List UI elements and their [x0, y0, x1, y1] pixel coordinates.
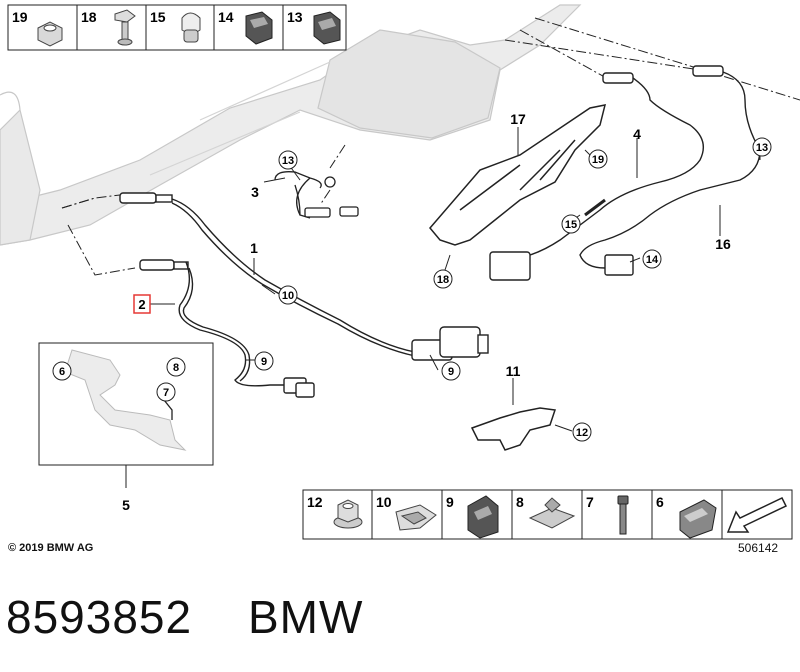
figure-number: 506142 — [738, 541, 779, 555]
exhaust-pipe — [0, 4, 582, 246]
bottom-parts-strip: 12 10 9 8 7 6 — [302, 489, 793, 540]
bracket-17 — [429, 104, 607, 246]
callout-14: 14 — [646, 254, 659, 266]
callout-13b: 13 — [756, 142, 768, 154]
inset-part-5 — [38, 342, 214, 466]
bottom-strip-label-9: 9 — [446, 494, 454, 510]
top-strip-label-19: 19 — [12, 9, 28, 25]
bottom-strip-label-8: 8 — [516, 494, 524, 510]
screw-icon — [114, 9, 136, 46]
callout-7: 7 — [163, 387, 169, 399]
part-number: 8593852 — [6, 591, 193, 643]
cable-holder-icon — [679, 499, 717, 539]
clip-icon — [181, 12, 201, 43]
cable-holder-icon — [245, 11, 273, 45]
leader-lines — [61, 17, 800, 276]
top-strip-label-18: 18 — [81, 9, 97, 25]
callout-9a: 9 — [261, 356, 267, 368]
callout-6: 6 — [59, 366, 65, 378]
callout-13a: 13 — [282, 155, 294, 167]
callout-2-highlight — [133, 294, 151, 314]
bottom-strip-label-7: 7 — [586, 494, 594, 510]
callout-2: 2 — [138, 297, 145, 312]
sensor-2 — [139, 259, 315, 398]
cable-holder-icon — [313, 11, 341, 45]
nut-icon — [333, 499, 363, 529]
callout-1: 1 — [250, 240, 258, 256]
top-strip-label-14: 14 — [218, 9, 234, 25]
nut-icon — [37, 21, 63, 47]
top-strip-label-15: 15 — [150, 9, 166, 25]
callout-15: 15 — [565, 219, 577, 231]
arrow-icon — [726, 497, 788, 533]
callout-3: 3 — [251, 184, 259, 200]
bottom-strip-label-12: 12 — [307, 494, 323, 510]
sensor-4-and-16 — [489, 65, 761, 281]
sensor-1 — [119, 192, 489, 361]
callout-16: 16 — [715, 236, 731, 252]
callout-12: 12 — [576, 427, 588, 439]
callout-8: 8 — [173, 362, 179, 374]
cable-holder-icon — [467, 495, 499, 539]
callout-10: 10 — [282, 290, 294, 302]
bolt-icon — [617, 495, 629, 535]
top-parts-strip: 19 18 15 14 13 — [7, 4, 347, 51]
callout-19: 19 — [592, 154, 604, 166]
grommet-icon — [528, 497, 576, 529]
clip-icon — [395, 504, 437, 531]
callout-17: 17 — [510, 111, 526, 127]
sensor-3 — [274, 171, 359, 219]
bottom-strip-label-10: 10 — [376, 494, 392, 510]
callout-18: 18 — [437, 274, 449, 286]
brand-name: BMW — [248, 591, 364, 643]
callout-5: 5 — [122, 497, 130, 513]
callout-4: 4 — [633, 126, 641, 142]
callout-11: 11 — [506, 363, 521, 379]
bottom-strip-label-6: 6 — [656, 494, 664, 510]
callout-9b: 9 — [448, 366, 454, 378]
callout-leaders — [150, 127, 761, 432]
copyright-text: © 2019 BMW AG — [8, 542, 94, 554]
top-strip-label-13: 13 — [287, 9, 303, 25]
bracket-11 — [470, 407, 556, 451]
callout-circles — [52, 137, 772, 442]
callouts: 1 2 3 4 5 11 16 17 6 8 7 9 9 10 12 — [52, 111, 772, 513]
